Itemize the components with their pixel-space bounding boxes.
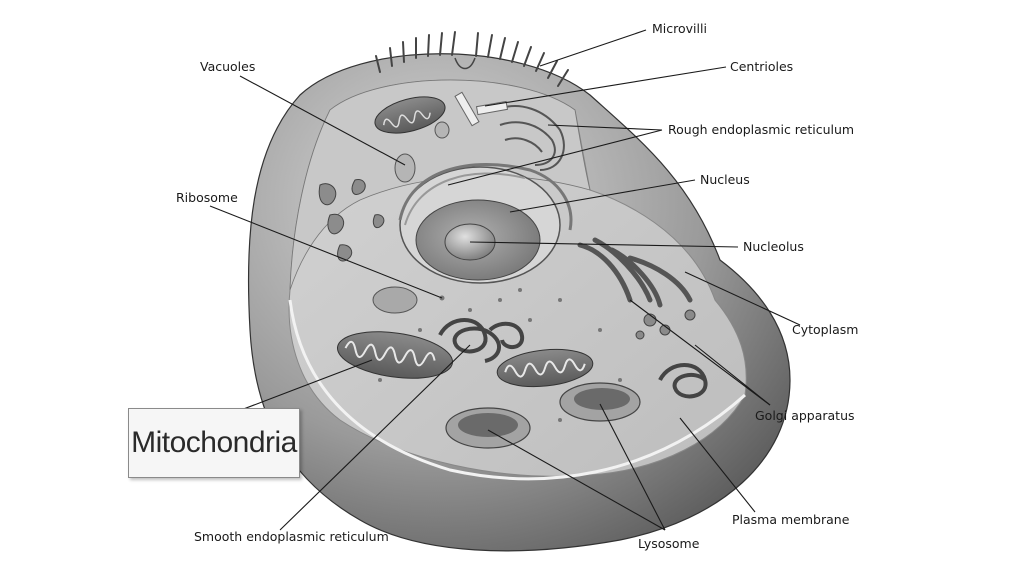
leader-rough-er-2	[447, 129, 663, 186]
leader-golgi-2	[629, 299, 771, 406]
label-smooth-er: Smooth endoplasmic reticulum	[194, 529, 389, 544]
label-ribosome: Ribosome	[176, 190, 238, 205]
lysosome-1	[445, 407, 531, 449]
leader-microvilli	[539, 29, 647, 67]
label-lysosome: Lysosome	[638, 536, 700, 551]
vacuole-1	[394, 153, 416, 183]
label-nucleus: Nucleus	[700, 172, 750, 187]
leader-rough-er-1	[547, 124, 663, 131]
left-wall-er	[318, 178, 385, 262]
label-microvilli: Microvilli	[652, 21, 707, 36]
vacuole-floor	[372, 286, 418, 314]
lysosome-2	[559, 382, 641, 422]
mitochondrion-floor-2	[496, 348, 594, 388]
leader-centrioles	[484, 66, 727, 107]
centrioles-organelle	[454, 91, 509, 127]
mitochondrion-back	[374, 96, 446, 134]
label-mitochondria: Mitochondria	[131, 426, 297, 459]
leader-lysosome-1	[487, 429, 666, 531]
leader-vacuoles	[239, 75, 406, 166]
microvilli	[375, 31, 569, 87]
plasma-membrane-rim	[288, 299, 746, 481]
label-centrioles: Centrioles	[730, 59, 793, 74]
leader-cytoplasm	[684, 271, 801, 326]
label-golgi: Golgi apparatus	[755, 408, 855, 423]
leader-plasma-membrane	[679, 417, 756, 513]
leader-nucleolus	[469, 241, 739, 248]
rough-er-organelle	[494, 105, 565, 171]
label-cytoplasm: Cytoplasm	[792, 322, 858, 337]
label-rough-er: Rough endoplasmic reticulum	[668, 122, 854, 137]
label-plasma-membrane: Plasma membrane	[732, 512, 850, 527]
golgi-organelle	[577, 237, 693, 308]
smooth-er-organelle	[438, 318, 525, 363]
vacuole-2	[434, 121, 450, 139]
mitochondrion-floor-1	[336, 331, 454, 379]
label-vacuoles: Vacuoles	[200, 59, 255, 74]
leader-lysosome-2	[599, 403, 666, 531]
leader-ribosome	[209, 205, 443, 299]
leader-lines	[209, 29, 801, 531]
leader-smooth-er	[279, 344, 471, 531]
leader-nucleus	[509, 179, 696, 213]
smooth-er-right	[658, 363, 708, 399]
label-nucleolus: Nucleolus	[743, 239, 804, 254]
microvilli-notch	[454, 57, 476, 70]
mitochondria-label-box: Mitochondria	[128, 408, 300, 478]
